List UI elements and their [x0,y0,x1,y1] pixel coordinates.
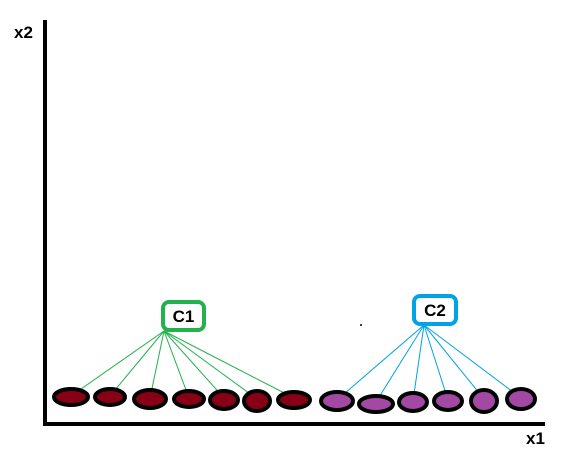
data-point [469,388,499,414]
data-point [276,390,312,410]
data-point [397,391,429,413]
centroid-c2-box [412,294,458,326]
data-point [319,390,355,412]
c2-links [336,324,522,403]
centroid-c1-label: C1 [173,307,195,326]
x-axis-label: x1 [526,429,545,448]
centroid-c1-box [161,300,206,332]
c1-points [52,387,312,413]
data-point [505,387,537,411]
data-point [242,389,272,413]
c1-links [70,330,295,400]
centroid-c2-label: C2 [424,301,446,320]
data-point [172,389,206,409]
data-point [357,394,395,414]
data-point [432,390,464,412]
centroid-c1: C1 [161,300,206,332]
data-point [208,389,240,411]
y-axis-label: x2 [14,23,33,42]
c2-points [319,387,537,414]
stray-dot [360,324,362,326]
data-point [52,387,90,407]
centroid-c2: C2 [412,294,458,326]
data-point [132,388,168,410]
data-point [93,387,127,407]
